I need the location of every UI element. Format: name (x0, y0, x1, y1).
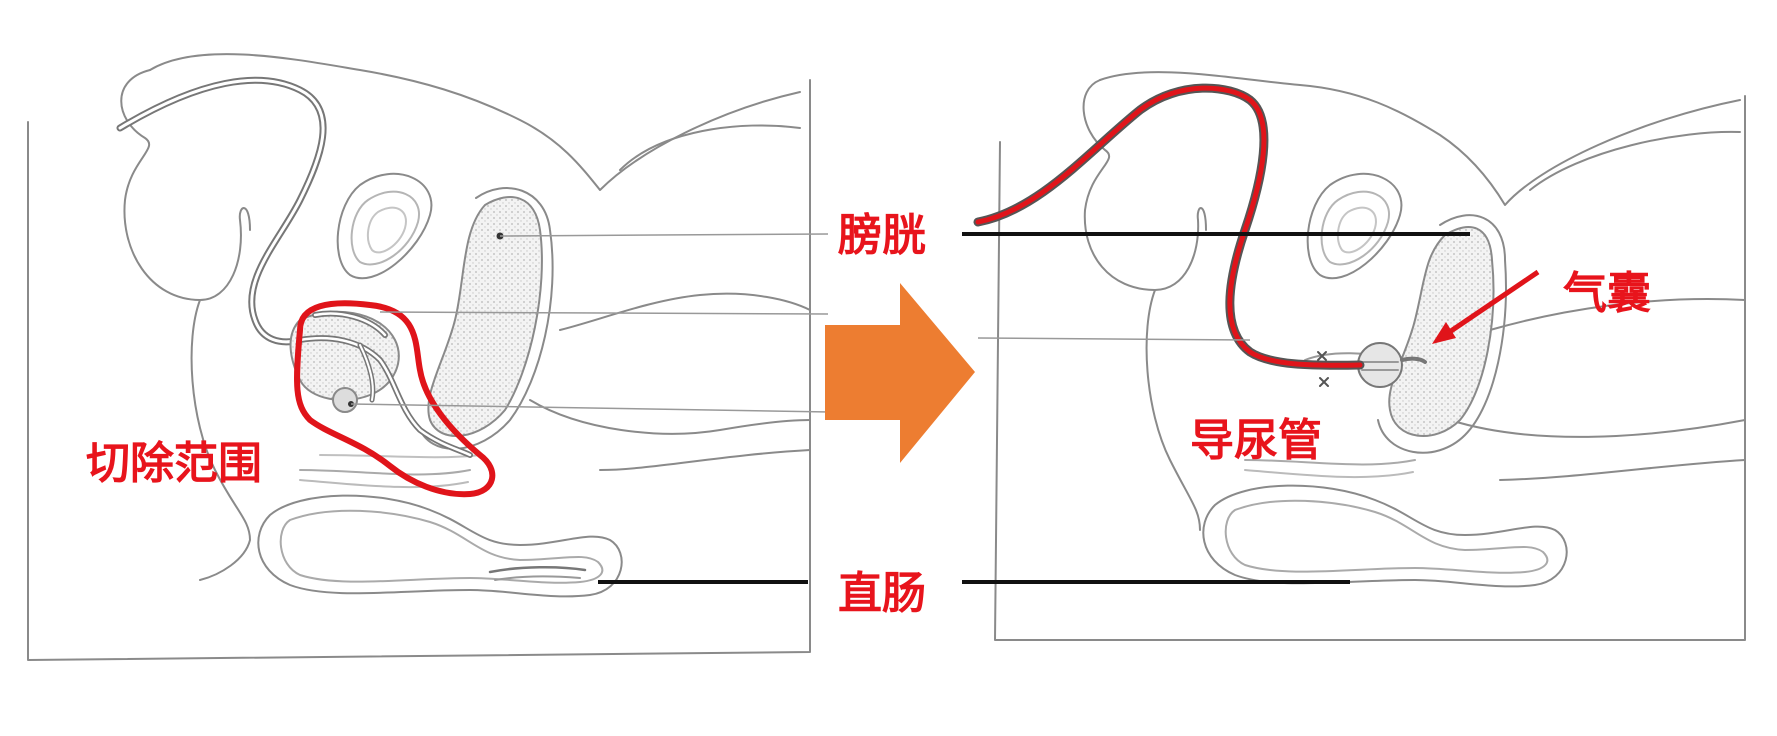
right-rectum (1202, 484, 1568, 588)
label-bladder: 膀胱 (837, 210, 926, 261)
ureter-red-tube (973, 83, 1365, 370)
label-rectum: 直肠 (838, 568, 926, 619)
left-bladder (289, 310, 400, 401)
left-rectum (257, 494, 623, 598)
right-pelvis-illustration (994, 71, 1746, 641)
right-body-outline (1099, 71, 1741, 206)
suture-mark-1 (1317, 351, 1327, 361)
left-pelvis-illustration (27, 53, 811, 661)
left-intestine-outline (559, 124, 811, 331)
suture-mark-2 (1319, 377, 1329, 387)
left-balloon-small (332, 387, 358, 413)
balloon-pointer-arrow (1432, 269, 1540, 344)
left-abdominal-fold (120, 69, 251, 301)
left-uterus (336, 172, 433, 280)
left-sacrum-area (427, 196, 543, 437)
left-pubic-outline (190, 299, 251, 581)
left-frame (27, 79, 811, 661)
right-balloon (1357, 342, 1403, 388)
label-ureter: 导尿管 (1190, 415, 1322, 466)
right-leader-lines (962, 232, 1470, 584)
label-balloon: 气囊 (1563, 268, 1651, 319)
left-leader-lines (350, 233, 831, 584)
left-body-outline (149, 53, 801, 191)
transition-arrow (825, 283, 975, 463)
resection-outline (294, 300, 496, 498)
label-resection-range: 切除范围 (86, 438, 262, 489)
right-frame (994, 95, 1746, 641)
